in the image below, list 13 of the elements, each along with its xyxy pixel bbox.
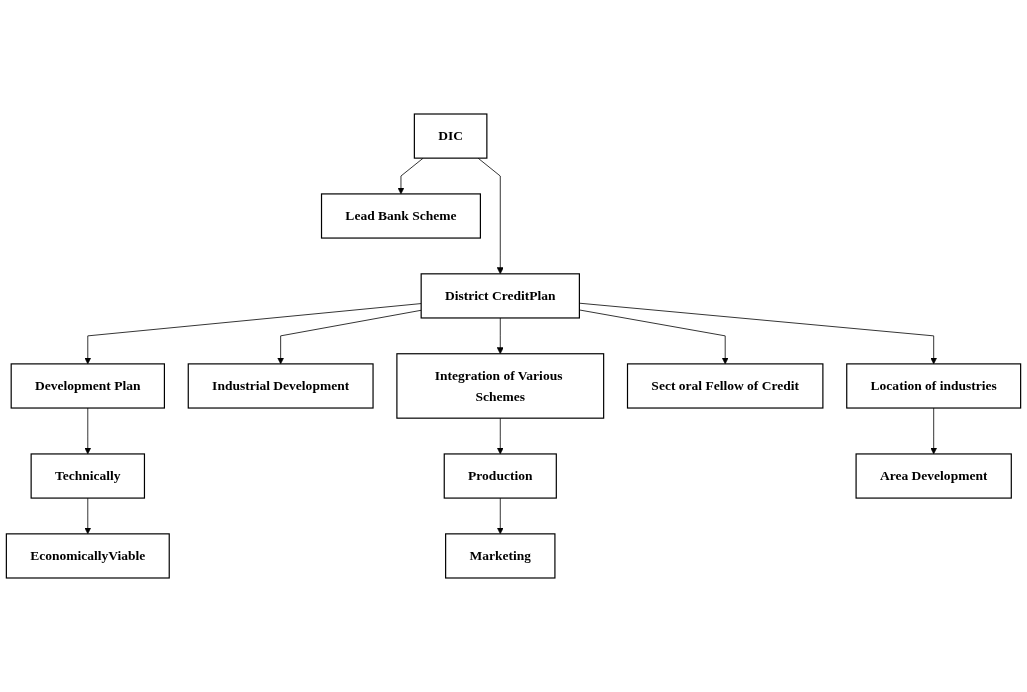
node-box: Industrial Development [187,363,374,409]
node-box: Development Plan [10,363,165,409]
node-box: Technically [30,453,146,499]
node-box: Production [443,453,557,499]
node-box: Sect oral Fellow of Credit [626,363,824,409]
node-box: District CreditPlan [420,273,580,319]
node-box: Area Development [855,453,1012,499]
node-box: EconomicallyViable [5,533,170,579]
node-box: Lead Bank Scheme [320,193,481,239]
node-box: Marketing [445,533,556,579]
node-box: Integration of Various Schemes [396,353,605,419]
node-box: DIC [413,113,488,159]
node-box: Location of industries [846,363,1022,409]
